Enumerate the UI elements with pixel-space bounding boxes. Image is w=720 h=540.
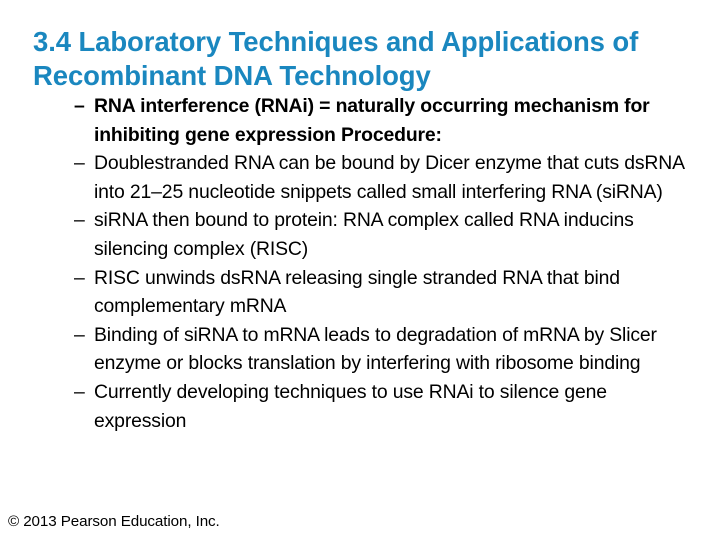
list-item-text: Binding of siRNA to mRNA leads to degrad… bbox=[94, 323, 663, 375]
bullet-dash-icon: – bbox=[74, 209, 85, 232]
list-item: – siRNA then bound to protein: RNA compl… bbox=[0, 206, 720, 263]
bullet-dash-icon: – bbox=[74, 266, 85, 289]
page-title: 3.4 Laboratory Techniques and Applicatio… bbox=[33, 26, 646, 92]
list-item: – RNA interference (RNAi) = naturally oc… bbox=[0, 92, 720, 149]
bullet-list: – RNA interference (RNAi) = naturally oc… bbox=[0, 92, 720, 435]
bullet-dash-icon: – bbox=[74, 323, 85, 346]
list-item-text: siRNA then bound to protein: RNA complex… bbox=[94, 209, 639, 260]
bullet-dash-icon: – bbox=[74, 95, 85, 117]
list-item-text: Currently developing techniques to use R… bbox=[94, 380, 613, 432]
list-item: – Currently developing techniques to use… bbox=[0, 378, 720, 435]
list-item: – Doublestranded RNA can be bound by Dic… bbox=[0, 149, 720, 206]
bullet-dash-icon: – bbox=[74, 380, 85, 403]
list-item: – Binding of siRNA to mRNA leads to degr… bbox=[0, 321, 720, 378]
list-item-text: Doublestranded RNA can be bound by Dicer… bbox=[94, 152, 690, 203]
bullet-dash-icon: – bbox=[74, 152, 85, 175]
list-item-text: RNA interference (RNAi) = naturally occu… bbox=[94, 95, 655, 146]
list-item: – RISC unwinds dsRNA releasing single st… bbox=[0, 264, 720, 321]
list-item-text: RISC unwinds dsRNA releasing single stra… bbox=[94, 266, 626, 318]
copyright-notice: © 2013 Pearson Education, Inc. bbox=[8, 513, 220, 530]
